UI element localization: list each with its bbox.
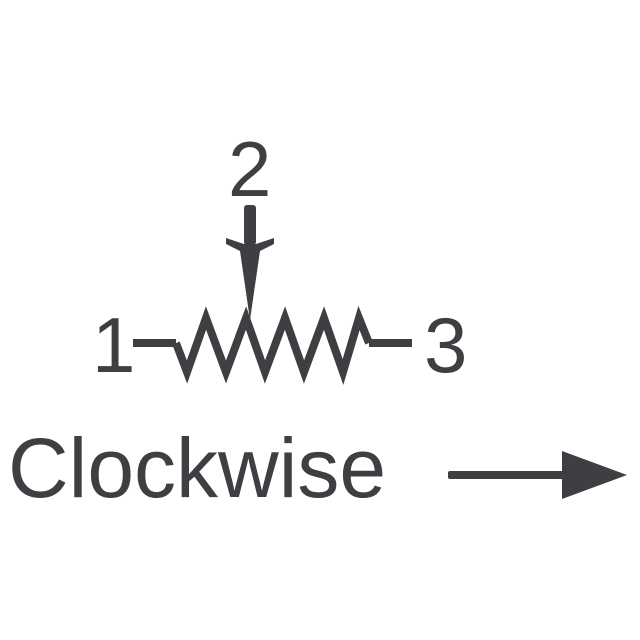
terminal-3-label: 3 [424, 301, 467, 389]
terminal-2-label: 2 [228, 125, 271, 213]
clockwise-arrow-shaft [448, 471, 568, 479]
clockwise-direction-arrow-icon [448, 451, 627, 499]
clockwise-label: Clockwise [8, 421, 386, 515]
terminal-1-label: 1 [92, 301, 135, 389]
wiper-arrow-stem [244, 205, 256, 245]
wiper-arrow-head-icon [226, 238, 274, 320]
resistor-symbol-group [133, 305, 412, 385]
clockwise-arrow-head [562, 451, 627, 499]
wiper-arrow-group [226, 205, 274, 320]
resistor-zigzag-body [172, 305, 373, 385]
